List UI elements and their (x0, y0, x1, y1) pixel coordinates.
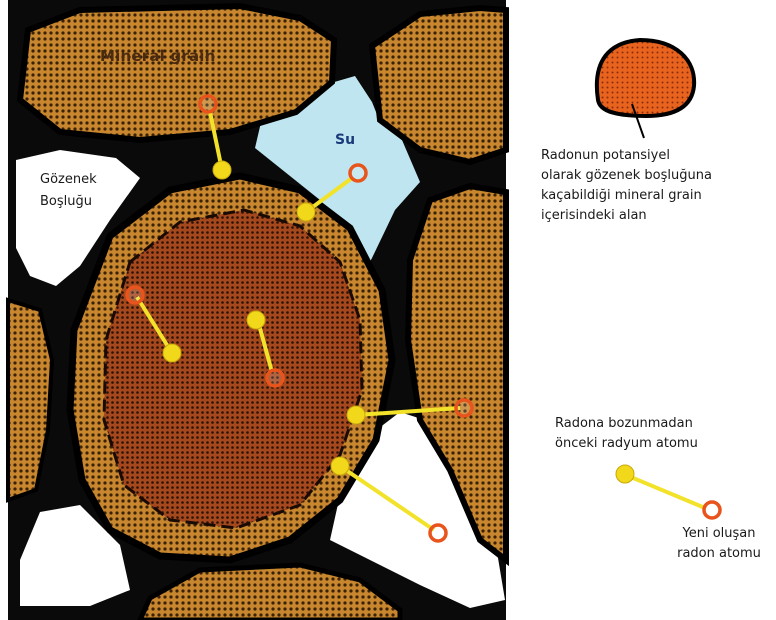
recoil-zone-legend-line: kaçabildiği mineral grain (541, 186, 771, 206)
radon-legend-line: radon atomu (664, 544, 774, 564)
recoil-zone-legend-line: içerisindeki alan (541, 206, 771, 226)
radon-legend: Yeni oluşan radon atomu (664, 524, 774, 564)
legend-recoil-zone-icon (597, 40, 694, 116)
radium-legend-line: Radona bozunmadan (555, 414, 775, 434)
water-label: Su (335, 132, 355, 148)
mineral-grain-label: Mineral grain (100, 47, 215, 65)
pore-space-label-line1: Gözenek (40, 172, 97, 187)
recoil-zone-legend-line: olarak gözenek boşluğuna (541, 166, 771, 186)
radium-legend: Radona bozunmadan önceki radyum atomu (555, 414, 775, 454)
legend-arrow (626, 475, 705, 508)
radium-legend-line: önceki radyum atomu (555, 434, 775, 454)
legend-radon-atom (704, 502, 720, 518)
radon-legend-line: Yeni oluşan (664, 524, 774, 544)
pore-space-label-line2: Boşluğu (40, 194, 92, 209)
recoil-zone-legend: Radonun potansiyel olarak gözenek boşluğ… (541, 146, 771, 226)
legend-radium-atom (616, 465, 634, 483)
recoil-zone-legend-line: Radonun potansiyel (541, 146, 771, 166)
